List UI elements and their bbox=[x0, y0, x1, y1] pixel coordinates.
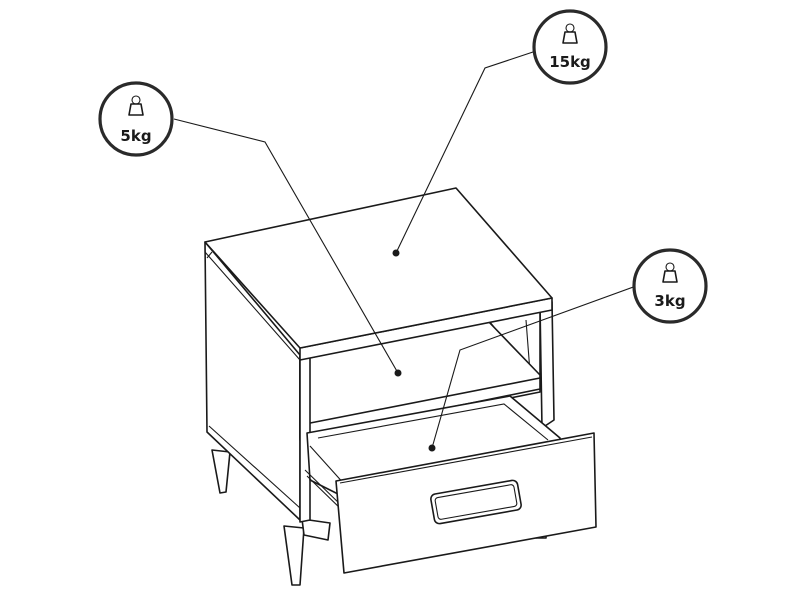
weight-icon bbox=[128, 95, 144, 116]
top-board bbox=[204, 187, 553, 349]
load-badge-drawer: 3kg bbox=[632, 248, 708, 324]
load-label-drawer: 3kg bbox=[654, 292, 685, 310]
leader-lines bbox=[173, 49, 637, 452]
nightstand-drawing bbox=[204, 187, 597, 586]
right-side-panel bbox=[539, 301, 555, 429]
leader-top bbox=[395, 49, 540, 254]
front-right-leg bbox=[301, 518, 331, 541]
load-label-top: 15kg bbox=[549, 53, 591, 71]
weight-icon bbox=[662, 262, 678, 283]
load-badge-shelf: 5kg bbox=[98, 81, 174, 157]
back-left-leg bbox=[211, 449, 231, 494]
target-dot-drawer bbox=[428, 444, 436, 452]
load-badge-top: 15kg bbox=[532, 9, 608, 85]
load-label-shelf: 5kg bbox=[120, 127, 151, 145]
drawer-handle bbox=[430, 479, 522, 525]
target-dot-shelf bbox=[394, 369, 402, 377]
weight-icon bbox=[562, 23, 578, 44]
target-dot-top bbox=[392, 249, 400, 257]
leader-drawer bbox=[431, 285, 637, 449]
leader-shelf bbox=[173, 118, 399, 374]
front-left-leg bbox=[283, 525, 305, 586]
